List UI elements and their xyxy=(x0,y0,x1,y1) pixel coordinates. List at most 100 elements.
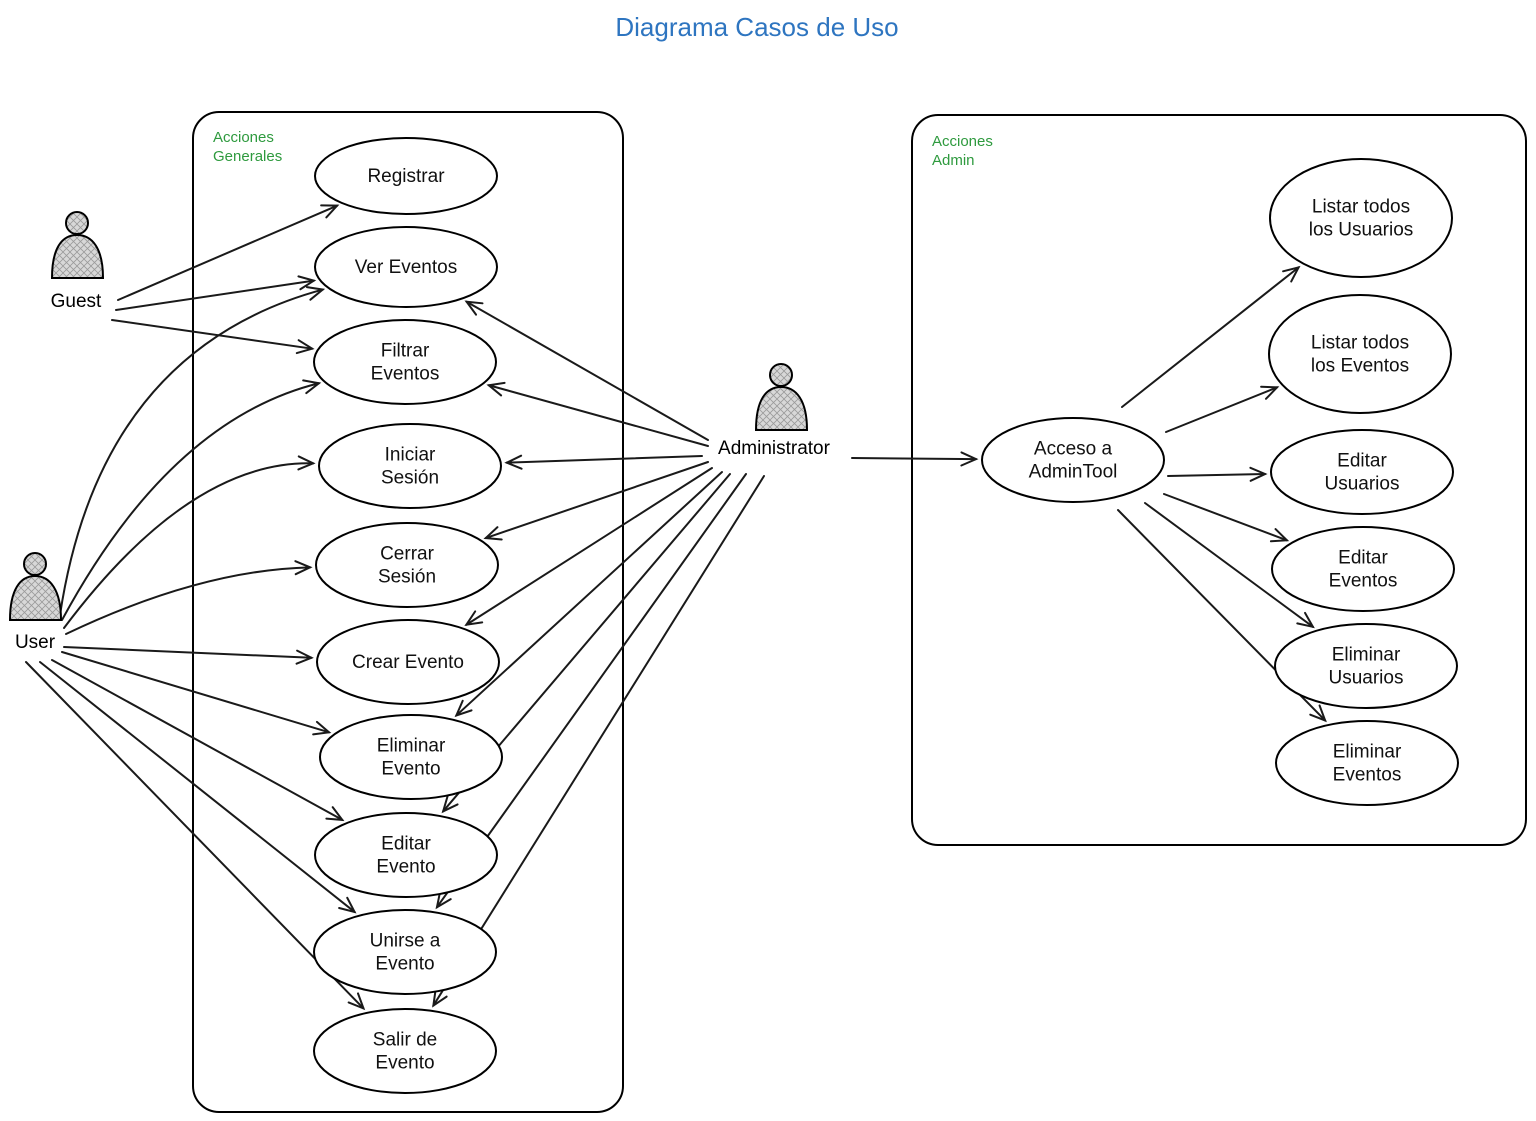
actor-guest[interactable]: Guest xyxy=(51,211,105,312)
use-case-ellipse xyxy=(318,423,502,509)
actor-head-icon xyxy=(23,552,47,576)
arrowhead-icon xyxy=(325,806,345,822)
association-user-to-salir-evento xyxy=(25,661,366,1011)
use-case-label-line: AdminTool xyxy=(1029,462,1118,483)
use-case-ellipse xyxy=(1269,158,1453,278)
arrowhead-icon xyxy=(483,526,503,541)
arrowhead-icon xyxy=(1249,466,1268,482)
use-case-ellipse xyxy=(1268,294,1452,414)
use-case-ellipse xyxy=(315,522,499,608)
arrowhead-icon xyxy=(295,649,314,665)
arrowhead-icon xyxy=(347,992,366,1011)
use-case-label-line: Usuarios xyxy=(1329,668,1404,689)
association-line xyxy=(115,279,315,311)
actor-head-icon xyxy=(65,211,89,235)
actor-label-administrator: Administrator xyxy=(718,438,831,459)
use-case-label-line: Crear Evento xyxy=(352,652,464,673)
association-line xyxy=(59,288,324,616)
actor-head-icon xyxy=(769,363,793,387)
association-acceso-admintool-to-editar-usuarios xyxy=(1167,466,1268,482)
association-line xyxy=(465,467,713,626)
boundary-label-line: Acciones xyxy=(213,129,274,146)
actor-administrator[interactable]: Administrator xyxy=(718,363,831,459)
arrowhead-icon xyxy=(312,720,332,736)
association-guest-to-registrar xyxy=(117,204,340,301)
boundary-label-admin: Acciones Admin xyxy=(932,133,997,169)
use-case-ver-eventos[interactable]: Ver Eventos xyxy=(314,226,498,308)
association-line xyxy=(1167,472,1267,477)
arrowhead-icon xyxy=(1282,265,1301,283)
boundary-label-line: Acciones xyxy=(932,133,993,150)
use-case-crear-evento[interactable]: Crear Evento xyxy=(316,619,500,705)
association-line xyxy=(39,661,356,913)
association-line xyxy=(432,475,765,1007)
arrowhead-icon xyxy=(338,896,357,914)
arrowhead-icon xyxy=(297,455,316,471)
use-case-ellipse xyxy=(314,812,498,898)
actor-body-icon xyxy=(754,385,809,431)
use-case-label-line: Editar xyxy=(1337,451,1387,472)
actor-user[interactable]: User xyxy=(8,552,63,653)
use-case-label-line: los Usuarios xyxy=(1309,220,1414,241)
association-admin-to-ver-eventos xyxy=(464,300,709,441)
association-user-to-eliminar-evento xyxy=(61,651,332,736)
association-admin-to-eliminar-evento xyxy=(454,471,723,718)
use-case-ellipse xyxy=(981,417,1165,503)
boundary-label-general: Acciones Generales xyxy=(213,129,282,165)
association-acceso-admintool-to-eliminar-usuarios xyxy=(1144,502,1315,629)
use-case-label-line: Evento xyxy=(381,759,440,780)
association-user-to-unirse-evento xyxy=(39,661,357,914)
boundary-label-line: Admin xyxy=(932,152,975,169)
arrowhead-icon xyxy=(960,451,979,467)
use-case-label-line: Cerrar xyxy=(380,544,435,565)
association-line xyxy=(111,319,314,350)
arrowhead-icon xyxy=(464,610,484,627)
boundary-acciones-admin: Acciones Admin xyxy=(911,114,1527,846)
association-line xyxy=(63,462,315,629)
use-case-label-line: Acceso a xyxy=(1034,439,1113,460)
arrowhead-icon xyxy=(1309,704,1327,723)
use-case-label-line: Salir de xyxy=(373,1030,437,1051)
arrowhead-icon xyxy=(297,275,317,291)
use-case-ellipse xyxy=(319,714,503,800)
use-case-label-line: Iniciar xyxy=(385,445,436,466)
association-line xyxy=(455,471,723,717)
use-case-registrar[interactable]: Registrar xyxy=(314,137,498,215)
use-case-label: Ver Eventos xyxy=(355,257,457,278)
use-case-ellipse xyxy=(313,1008,497,1094)
association-admin-to-acceso-admintool xyxy=(851,451,979,467)
association-user-to-cerrar-sesion xyxy=(65,560,313,635)
use-case-label-line: Registrar xyxy=(367,166,445,187)
association-user-to-iniciar-sesion xyxy=(63,455,316,629)
association-user-to-editar-evento xyxy=(51,659,345,822)
use-case-label-line: Usuarios xyxy=(1325,474,1400,495)
use-case-label-line: Evento xyxy=(375,1053,434,1074)
association-guest-to-filtrar-eventos xyxy=(111,319,315,355)
use-case-ellipse xyxy=(1274,623,1458,709)
arrowhead-icon xyxy=(1260,385,1280,400)
association-line xyxy=(435,473,747,909)
